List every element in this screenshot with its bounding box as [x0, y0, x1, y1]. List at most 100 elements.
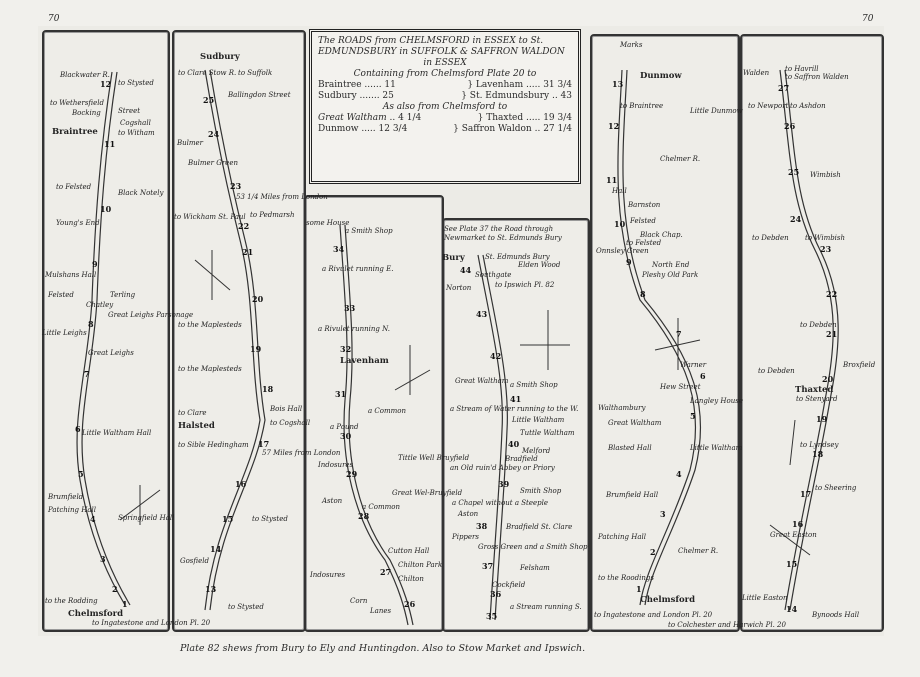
- place-label: to Debden: [758, 367, 795, 375]
- milestone-number: 9: [626, 257, 632, 267]
- place-label: Indosures: [310, 571, 346, 579]
- road-strip-6: [740, 34, 884, 632]
- milestone-number: 25: [203, 95, 215, 105]
- place-label: Langley House: [690, 397, 743, 405]
- place-label: Lavenham: [340, 356, 389, 366]
- place-label: a Rivulet running N.: [318, 325, 391, 333]
- place-label: to Stysted: [118, 79, 154, 87]
- place-label: to Ingatestone and London Pl. 20: [594, 611, 713, 619]
- place-label: Springfield Hall: [118, 514, 175, 522]
- milestone-number: 10: [614, 219, 626, 229]
- milestone-number: 3: [100, 554, 106, 564]
- milestone-number: 11: [606, 175, 618, 185]
- milestone-number: 42: [490, 351, 502, 361]
- milestone-number: 29: [346, 469, 358, 479]
- milestone-number: 31: [335, 389, 347, 399]
- place-label: an Old ruin'd Abbey or Priory: [450, 464, 555, 472]
- place-label: Great Waltham: [608, 419, 662, 427]
- milestone-number: 2: [112, 584, 118, 594]
- milestone-number: 24: [208, 129, 220, 139]
- place-label: Ballingdon Street: [228, 91, 291, 99]
- place-label: Great Easton: [770, 531, 817, 539]
- milestone-number: 11: [104, 139, 116, 149]
- place-label: Aston: [458, 510, 479, 518]
- place-label: Smith Shop: [520, 487, 562, 495]
- place-label: to Braintree: [620, 102, 664, 110]
- place-label: Young's End: [56, 219, 100, 227]
- place-label: 53 1/4 Miles from London: [236, 193, 328, 201]
- place-label: Little Leighs: [42, 329, 87, 337]
- place-label: to Clare: [178, 409, 207, 417]
- place-label: to Wimbish: [805, 234, 846, 242]
- distance-place: Lavenham: [475, 79, 524, 90]
- place-label: Felsted: [630, 217, 656, 225]
- place-label: Norton: [446, 284, 472, 292]
- place-label: Little Waltham: [690, 444, 743, 452]
- place-label: See Plate 37 the Road through: [444, 225, 554, 233]
- place-label: Bury: [442, 253, 465, 263]
- place-label: to Ingatestone and London Pl. 20: [92, 619, 211, 627]
- place-label: Lanes: [370, 607, 392, 615]
- place-label: Brumfield Hall: [606, 491, 659, 499]
- title-line-1: The ROADS from CHELMSFORD in ESSEX to St…: [318, 36, 544, 46]
- place-label: to Havrill: [785, 65, 819, 73]
- place-label: Bois Hall: [270, 405, 303, 413]
- milestone-number: 23: [230, 181, 242, 191]
- place-label: to Colchester and Harwich Pl. 20: [668, 621, 786, 629]
- milestone-number: 27: [778, 83, 790, 93]
- place-label: North End: [652, 261, 690, 269]
- milestone-number: 25: [788, 167, 800, 177]
- place-label: Black Chap.: [640, 231, 683, 239]
- place-label: Patching Hall: [598, 533, 647, 541]
- milestone-number: 27: [380, 567, 392, 577]
- distance-place: Saffron Waldon: [461, 123, 532, 134]
- milestone-number: 12: [100, 79, 112, 89]
- place-label: Southgate: [475, 271, 512, 279]
- place-label: Felsted: [48, 291, 74, 299]
- place-label: to Wickham St. Paul: [174, 213, 246, 221]
- place-label: Bocking: [72, 109, 101, 117]
- milestone-number: 15: [786, 559, 798, 569]
- milestone-number: 43: [476, 309, 488, 319]
- place-label: Bulmer: [177, 139, 204, 147]
- place-label: to Sheering: [815, 484, 857, 492]
- place-label: Great Leighs Parsonage: [108, 311, 194, 319]
- milestone-number: 20: [822, 374, 834, 384]
- place-label: Walthambury: [598, 404, 646, 412]
- place-label: Cogshall: [120, 119, 151, 127]
- place-label: 57 Miles from London: [262, 449, 341, 457]
- milestone-number: 22: [826, 289, 838, 299]
- milestone-number: 32: [340, 344, 352, 354]
- distance-place: Great Waltham: [318, 112, 387, 123]
- milestone-number: 19: [816, 414, 828, 424]
- milestone-number: 8: [88, 319, 94, 329]
- milestone-number: 16: [792, 519, 804, 529]
- place-label: Onnsley Green: [596, 247, 649, 255]
- place-label: some House: [306, 219, 350, 227]
- place-label: Chilton: [398, 575, 424, 583]
- place-label: Cutton Hall: [388, 547, 430, 555]
- place-label: Pleshy Old Park: [642, 271, 699, 279]
- place-label: to Felsted: [56, 183, 92, 191]
- place-label: a Pound: [330, 423, 359, 431]
- place-label: Braintree: [52, 127, 98, 137]
- place-label: Hew Street: [660, 383, 701, 391]
- place-label: Chelmer R.: [660, 155, 701, 163]
- milestone-number: 12: [608, 121, 620, 131]
- place-label: Halsted: [178, 421, 215, 431]
- place-label: to the Rodding: [45, 597, 98, 605]
- milestone-number: 35: [486, 611, 498, 621]
- place-label: a Common: [362, 503, 400, 511]
- place-label: Wimbish: [810, 171, 841, 179]
- milestone-number: 28: [358, 511, 370, 521]
- milestone-number: 37: [482, 561, 494, 571]
- place-label: Corn: [350, 597, 368, 605]
- place-label: to the Roodings: [598, 574, 654, 582]
- place-label: Little Easton: [742, 594, 788, 602]
- milestone-number: 18: [262, 384, 274, 394]
- milestone-number: 30: [340, 431, 352, 441]
- milestone-number: 1: [636, 584, 642, 594]
- place-label: Thaxted: [795, 385, 834, 395]
- place-label: Chelmer R.: [678, 547, 719, 555]
- milestone-number: 4: [90, 514, 96, 524]
